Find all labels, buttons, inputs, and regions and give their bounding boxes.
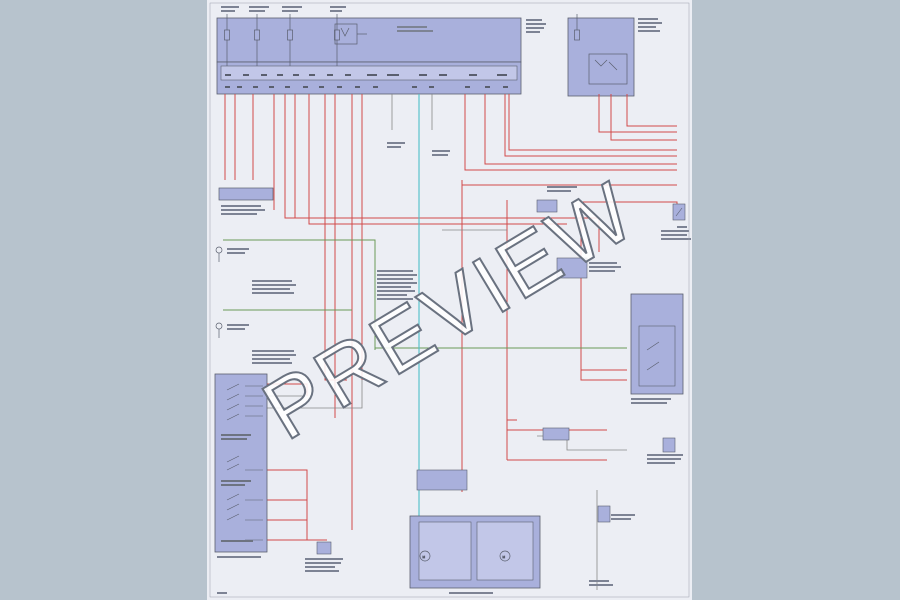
combination-switch — [214, 373, 268, 558]
wiring-diagram: M M — [209, 2, 691, 598]
switch-icon — [597, 203, 686, 523]
motor-icon: M M — [419, 550, 511, 562]
junction-connector — [416, 199, 588, 491]
auto-light-sensor-box — [218, 187, 274, 215]
switch-icon — [215, 246, 223, 338]
svg-text:M: M — [503, 555, 506, 559]
power-window-relay-module — [567, 14, 662, 97]
relay-icon — [334, 23, 367, 45]
fuse-relay-box — [216, 17, 522, 95]
ground-icon — [305, 541, 343, 572]
wiring-diagram-sheet: M M — [207, 0, 692, 600]
svg-text:M: M — [423, 555, 426, 559]
fuse-icon — [224, 14, 340, 66]
window-switch-module — [630, 293, 684, 395]
window-motor-module — [409, 515, 541, 589]
